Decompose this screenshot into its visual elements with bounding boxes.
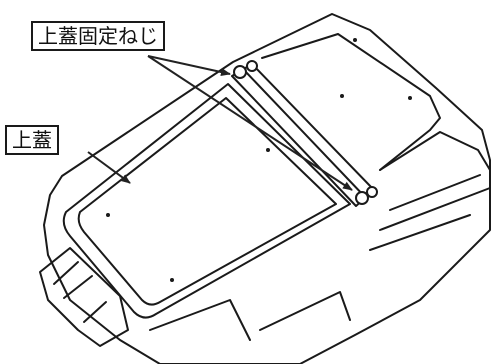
- surface-dot: [340, 94, 344, 98]
- hinge-bar-inner: [243, 69, 367, 199]
- surface-dot: [353, 38, 357, 42]
- surface-dot: [170, 278, 174, 282]
- side-body-lower: [369, 174, 491, 251]
- lower-foot: [149, 291, 351, 341]
- front-latch: [39, 247, 129, 347]
- arrow-to-left-screw: [147, 55, 231, 76]
- surface-dot: [106, 213, 110, 217]
- screw-icon: [355, 191, 369, 205]
- screw-icon: [233, 65, 247, 79]
- latch-detail: [53, 261, 107, 323]
- arrow-to-right-screw: [147, 55, 353, 191]
- screw-icon: [246, 60, 258, 72]
- callout-top-cover: 上蓋: [5, 125, 59, 155]
- top-cover-panel: [62, 83, 351, 319]
- arrow-to-top-cover: [87, 151, 131, 184]
- housing-outline: [43, 13, 491, 364]
- surface-dot: [408, 96, 412, 100]
- screw-icon: [366, 186, 378, 198]
- surface-dot: [266, 148, 270, 152]
- side-body: [379, 131, 491, 171]
- top-cover-inner: [77, 97, 337, 306]
- rear-panel: [261, 33, 441, 171]
- callout-cover-screws: 上蓋固定ねじ: [31, 21, 165, 51]
